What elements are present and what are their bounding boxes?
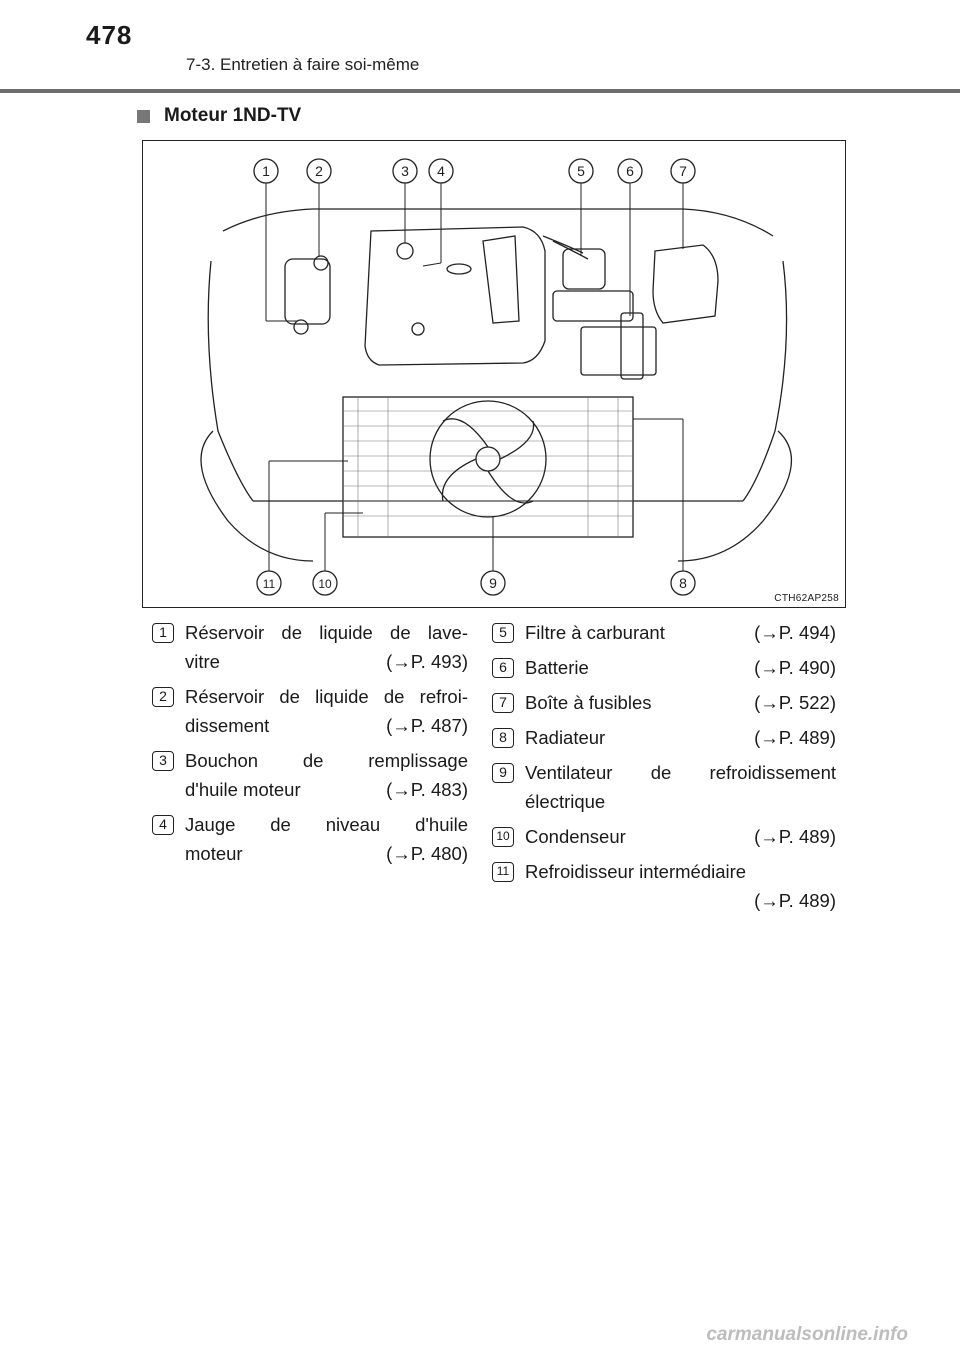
engine-compartment-figure: 1 2 3 4 5 6 7 11 10 9 8 CTH62AP258	[142, 140, 846, 608]
legend-item: 10 Condenseur (→P. 489)	[492, 822, 836, 851]
washer-reservoir	[284, 258, 331, 325]
legend-text: Radiateur	[525, 727, 606, 748]
legend-item: 6 Batterie (→P. 490)	[492, 653, 836, 682]
page-ref: (→P. 522)	[754, 692, 836, 713]
number-badge: 3	[152, 751, 174, 771]
legend-text: Bouchon de remplissage	[185, 750, 468, 771]
intake-hose	[552, 240, 589, 260]
battery	[580, 326, 657, 376]
hood-outline	[222, 208, 774, 237]
legend-item: 7 Boîte à fusibles (→P. 522)	[492, 688, 836, 717]
page-ref: (→P. 489)	[754, 826, 836, 847]
legend-text: Filtre à carburant	[525, 622, 665, 643]
number-badge: 2	[152, 687, 174, 707]
legend-right: 5 Filtre à carburant (→P. 494) 6 Batterie…	[492, 618, 836, 921]
legend-text: dissement	[185, 715, 270, 736]
engine-cover	[364, 226, 546, 366]
number-badge: 5	[492, 623, 514, 643]
subheading-text: Moteur 1ND-TV	[164, 105, 302, 126]
legend-left: 1 Réservoir de liquide de lave- vitre (→P…	[152, 618, 468, 874]
legend-text: Jauge de niveau d'huile	[185, 814, 468, 835]
page-ref: (→P. 483)	[386, 779, 468, 800]
callout-1: 1	[262, 163, 270, 179]
legend-text: moteur	[185, 843, 243, 864]
page-ref: (→P. 493)	[386, 651, 468, 672]
legend-item: 5 Filtre à carburant (→P. 494)	[492, 618, 836, 647]
left-fender	[207, 260, 254, 502]
fuse-box	[652, 244, 719, 324]
page-ref: (→P. 489)	[754, 727, 836, 748]
number-badge: 6	[492, 658, 514, 678]
callout-9: 9	[489, 575, 497, 591]
legend-item: 4 Jauge de niveau d'huile moteur (→P. 480…	[152, 810, 468, 868]
callout-8: 8	[679, 575, 687, 591]
legend-text: Réservoir de liquide de lave-	[185, 622, 468, 643]
legend-item: 11 Refroidisseur intermédiaire (→P. 489)	[492, 857, 836, 915]
subheading: Moteur 1ND-TV	[130, 105, 301, 127]
legend-item: 8 Radiateur (→P. 489)	[492, 723, 836, 752]
legend-text: Ventilateur de refroidissement	[525, 762, 836, 783]
figure-code: CTH62AP258	[774, 593, 839, 604]
legend-item: 3 Bouchon de remplissage d'huile moteur (…	[152, 746, 468, 804]
legend-text: Boîte à fusibles	[525, 692, 652, 713]
number-badge: 11	[492, 862, 514, 882]
square-bullet-icon	[137, 109, 150, 123]
page-ref: (→P. 489)	[754, 890, 836, 911]
callout-11: 11	[263, 577, 276, 591]
number-badge: 8	[492, 728, 514, 748]
radiator	[342, 396, 634, 538]
legend-item: 2 Réservoir de liquide de refroi- dissem…	[152, 682, 468, 740]
legend-item: 1 Réservoir de liquide de lave- vitre (→P…	[152, 618, 468, 676]
number-badge: 10	[492, 827, 514, 847]
legend-text: vitre	[185, 651, 220, 672]
engine-illustration: 1 2 3 4 5 6 7 11 10 9 8	[200, 158, 792, 596]
number-badge: 7	[492, 693, 514, 713]
legend-text: électrique	[525, 791, 606, 812]
number-badge: 4	[152, 815, 174, 835]
page-ref: (→P. 487)	[386, 715, 468, 736]
legend-item: 9 Ventilateur de refroidissement électri…	[492, 758, 836, 816]
watermark: carmanualsonline.info	[706, 1324, 908, 1345]
fuel-filter-body	[562, 248, 606, 290]
page-ref: (→P. 490)	[754, 657, 836, 678]
legend-text: Batterie	[525, 657, 589, 678]
callout-5: 5	[577, 163, 585, 179]
section-title: 7-3. Entretien à faire soi-même	[186, 55, 420, 74]
legend-text: d'huile moteur	[185, 779, 301, 800]
number-badge: 1	[152, 623, 174, 643]
number-badge: 9	[492, 763, 514, 783]
page-number: 478	[86, 20, 133, 50]
header-rule	[0, 89, 960, 93]
page-ref: (→P. 494)	[754, 622, 836, 643]
callout-6: 6	[626, 163, 634, 179]
left-bumper	[200, 430, 314, 562]
legend-text: Réservoir de liquide de refroi-	[185, 686, 468, 707]
callout-4: 4	[437, 163, 445, 179]
legend-text: Refroidisseur intermédiaire	[525, 861, 747, 882]
callout-10: 10	[318, 577, 332, 591]
cooling-fan	[429, 400, 547, 518]
page-ref: (→P. 480)	[386, 843, 468, 864]
callout-2: 2	[315, 163, 323, 179]
callout-7: 7	[679, 163, 687, 179]
callout-3: 3	[401, 163, 409, 179]
legend-text: Condenseur	[525, 826, 626, 847]
